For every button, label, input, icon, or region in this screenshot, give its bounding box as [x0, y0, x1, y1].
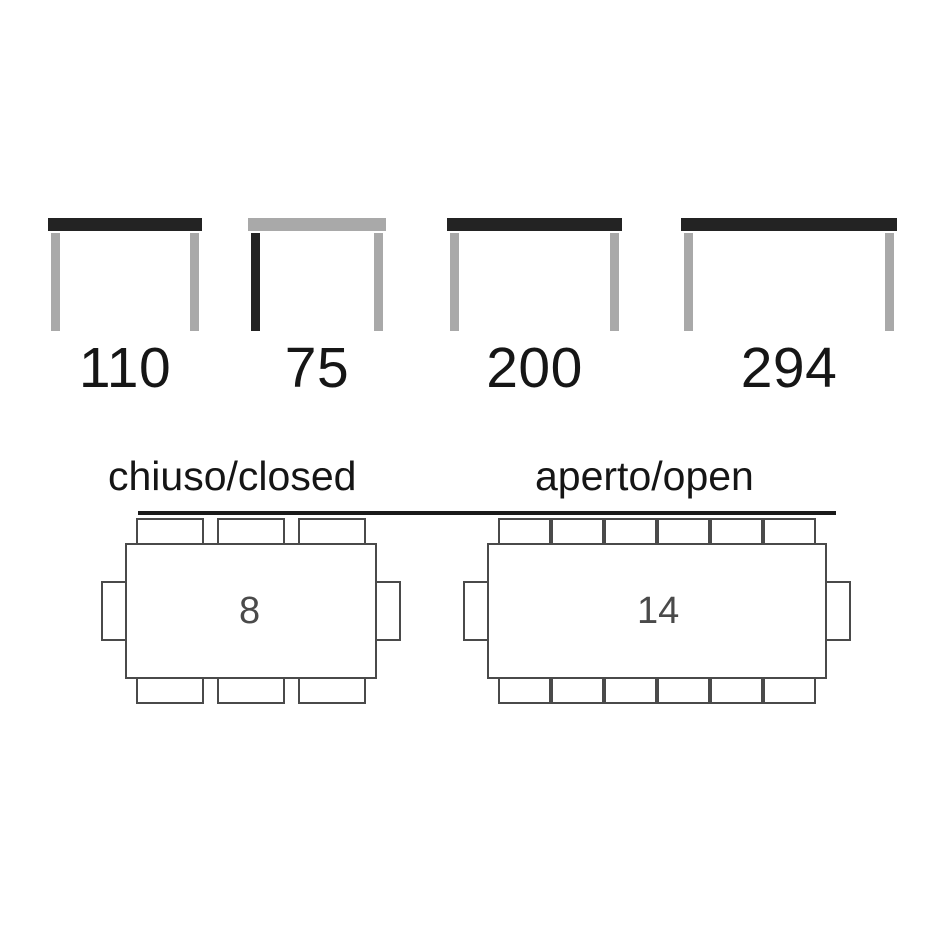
caption-closed: chiuso/closed	[108, 453, 357, 499]
seat-bottom	[136, 677, 204, 704]
seat-bottom	[657, 677, 710, 704]
dimension-value-label: 110	[78, 336, 172, 400]
table-leg-right	[190, 233, 199, 331]
dimension-value-label: 200	[486, 336, 583, 400]
plan-view-open: 14	[457, 516, 857, 706]
seat-left	[101, 581, 127, 641]
table-top-outline	[487, 543, 827, 679]
seat-left	[463, 581, 489, 641]
seat-bottom	[551, 677, 604, 704]
seat-top	[136, 518, 204, 545]
table-leg-left	[251, 233, 260, 331]
seat-count-label: 8	[239, 590, 261, 632]
table-leg-right	[610, 233, 619, 331]
tabletop-bar	[447, 218, 622, 231]
seat-bottom	[498, 677, 551, 704]
table-leg-left	[51, 233, 60, 331]
table-silhouette-icon	[48, 218, 202, 338]
tabletop-bar	[48, 218, 202, 231]
seat-right	[825, 581, 851, 641]
seat-top	[298, 518, 366, 545]
dimension-icon-75: 75	[248, 218, 386, 408]
seat-top	[710, 518, 763, 545]
table-leg-left	[450, 233, 459, 331]
table-leg-right	[374, 233, 383, 331]
dimension-icon-294: 294	[681, 218, 897, 408]
tabletop-bar	[681, 218, 897, 231]
seat-bottom	[763, 677, 816, 704]
seat-bottom	[217, 677, 285, 704]
table-leg-left	[684, 233, 693, 331]
seat-top	[604, 518, 657, 545]
caption-open: aperto/open	[535, 453, 754, 499]
seat-top	[217, 518, 285, 545]
dimension-icon-200: 200	[447, 218, 622, 408]
tabletop-bar	[248, 218, 386, 231]
seat-right	[375, 581, 401, 641]
seat-bottom	[710, 677, 763, 704]
seat-top	[657, 518, 710, 545]
dimension-icon-110: 110	[48, 218, 202, 408]
section-divider-rule	[138, 511, 836, 515]
plan-view-closed: 8	[96, 516, 416, 706]
seat-top	[551, 518, 604, 545]
seat-top	[763, 518, 816, 545]
dimension-icon-row: 110 75 200 294	[0, 218, 950, 408]
dimension-value-label: 294	[740, 336, 838, 400]
seat-top	[498, 518, 551, 545]
table-leg-right	[885, 233, 894, 331]
seat-count-label: 14	[637, 590, 680, 632]
seat-bottom	[298, 677, 366, 704]
table-silhouette-icon	[447, 218, 622, 338]
dimension-value-label: 75	[284, 336, 350, 400]
table-silhouette-icon	[248, 218, 386, 338]
table-silhouette-icon	[681, 218, 897, 338]
seat-bottom	[604, 677, 657, 704]
